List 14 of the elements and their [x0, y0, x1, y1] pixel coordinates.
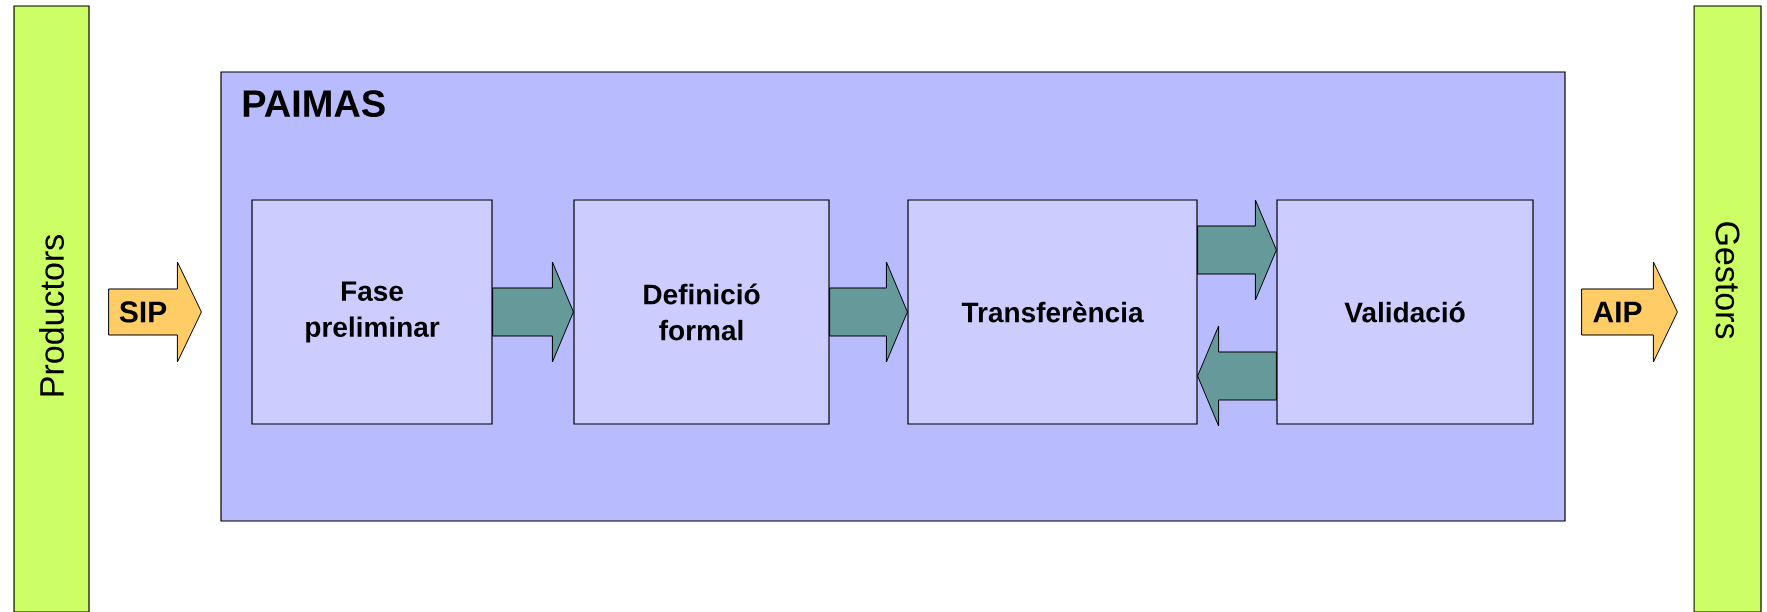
edge-label: AIP	[1593, 301, 1642, 323]
side-bar: Productors	[13, 5, 90, 612]
side-bar: Gestors	[1693, 5, 1762, 612]
edge-label: SIP	[119, 301, 167, 323]
process-box: Definició formal	[573, 199, 830, 425]
process-box: Validació	[1276, 199, 1534, 425]
block-arrow	[1581, 261, 1678, 363]
block-arrow	[829, 261, 908, 363]
block-arrow	[1197, 199, 1277, 301]
process-box: Transferència	[907, 199, 1198, 425]
block-arrow	[1197, 325, 1277, 427]
block-arrow	[108, 261, 202, 363]
block-arrow	[492, 261, 574, 363]
process-box: Fase preliminar	[251, 199, 493, 425]
